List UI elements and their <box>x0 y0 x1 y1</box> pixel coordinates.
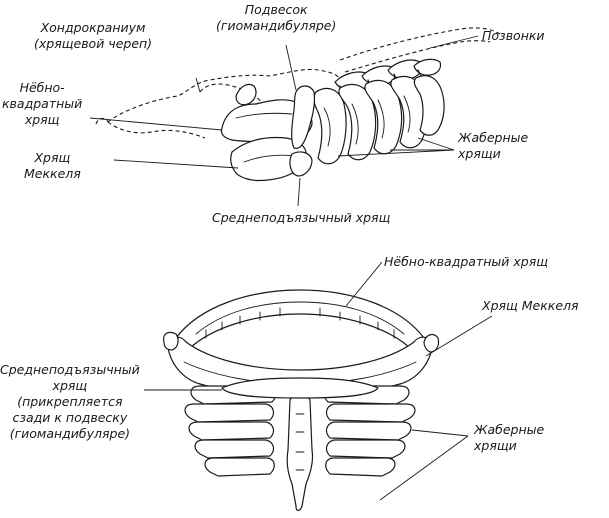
label-gill-arches-bottom-line1: Жаберные <box>474 422 545 437</box>
label-meckel-bottom: Хрящ Меккеля <box>482 298 579 314</box>
meckel-end-right <box>423 333 440 353</box>
meckel-end-left <box>163 331 179 351</box>
label-chondrocranium-line2: (хрящевой череп) <box>34 36 153 51</box>
label-hyoid-bottom-line5: (гиомандибуляре) <box>9 426 131 441</box>
label-meckel-bottom-text: Хрящ Меккеля <box>482 298 579 313</box>
label-chondrocranium-line1: Хондрокраниум <box>40 20 146 35</box>
label-gill-arches-bottom-line2: хрящи <box>474 438 517 453</box>
gill-arches-ventral-left <box>184 385 277 477</box>
palatoquadrate-process <box>235 83 257 106</box>
label-palatoquadrate-top-line3: хрящ <box>24 112 60 127</box>
gill-arches-lateral <box>313 75 445 165</box>
label-meckel-top-line1: Хрящ <box>34 150 71 165</box>
spine-dashed <box>339 27 501 61</box>
palatoquadrate-ventral <box>174 289 426 351</box>
gill-arches-ventral-right <box>323 385 416 477</box>
bottom-skull-ventral-view <box>144 261 493 512</box>
label-palatoquadrate-top-line2: квадратный <box>2 96 83 111</box>
hyoid-lateral <box>289 151 313 177</box>
label-chondrocranium: Хондрокраниум (хрящевой череп) <box>34 20 152 52</box>
label-suspensorium: Подвесок (гиомандибуляре) <box>216 2 336 34</box>
label-meckel-top: Хрящ Меккеля <box>24 150 81 182</box>
label-hyoid-bottom-line4: сзади к подвеску <box>12 410 128 425</box>
label-palatoquadrate-bottom-text: Нёбно-квадратный хрящ <box>384 254 548 269</box>
label-gill-arches-bottom: Жаберные хрящи <box>474 422 544 454</box>
label-hyoid-bottom-line2: хрящ <box>52 378 88 393</box>
label-meckel-top-line2: Меккеля <box>24 166 81 181</box>
label-suspensorium-line2: (гиомандибуляре) <box>216 18 337 33</box>
palatoquadrate-lateral <box>220 99 313 143</box>
label-hyoid-top: Среднеподъязычный хрящ <box>212 210 390 226</box>
label-vertebrae: Позвонки <box>482 28 545 44</box>
label-palatoquadrate-bottom: Нёбно-квадратный хрящ <box>384 254 548 270</box>
label-palatoquadrate-top-line1: Нёбно- <box>19 80 65 95</box>
label-gill-arches-top: Жаберные хрящи <box>458 130 528 162</box>
label-suspensorium-line1: Подвесок <box>244 2 308 17</box>
spine-dashed-lower <box>344 40 491 73</box>
chondrocranium-outline-lower <box>107 121 206 139</box>
label-hyoid-bottom-line3: (прикрепляется <box>17 394 123 409</box>
hyomandibula-lateral <box>291 85 316 149</box>
cranial-dome <box>199 83 263 105</box>
label-gill-arches-top-line2: хрящи <box>458 146 501 161</box>
snout-dashed <box>95 117 109 125</box>
label-vertebrae-text: Позвонки <box>482 28 545 43</box>
label-hyoid-top-text: Среднеподъязычный хрящ <box>212 210 391 225</box>
hyoid-ventral <box>221 377 379 399</box>
label-hyoid-bottom: Среднеподъязычный хрящ (прикрепляется сз… <box>0 362 140 442</box>
label-hyoid-bottom-line1: Среднеподъязычный <box>0 362 140 377</box>
label-palatoquadrate-top: Нёбно- квадратный хрящ <box>2 80 82 128</box>
top-skull-lateral-view <box>89 27 501 207</box>
label-gill-arches-top-line1: Жаберные <box>458 130 529 145</box>
